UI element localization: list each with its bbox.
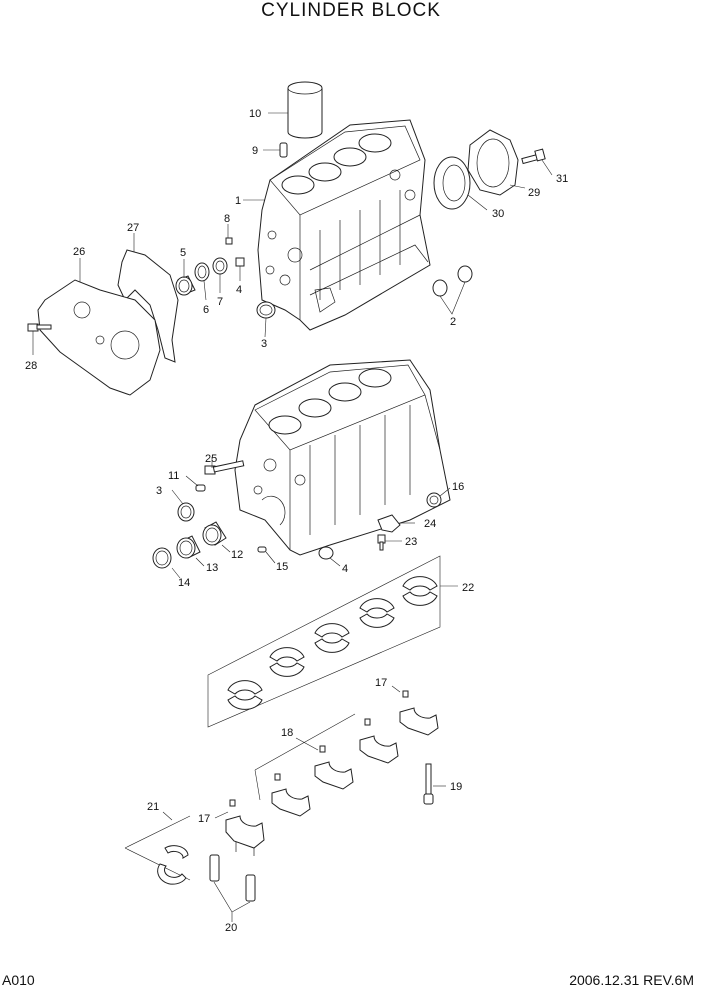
upper-cylinder-block <box>27 81 546 396</box>
callout-9: 9 <box>252 145 258 157</box>
dowel-part-17-lower <box>229 799 236 807</box>
cylinder-liner-part-10 <box>287 81 323 139</box>
gasket-part-27 <box>117 249 179 363</box>
callout-21: 21 <box>147 801 159 813</box>
bolt-part-31 <box>521 148 546 165</box>
callout-13: 13 <box>206 562 218 574</box>
cap-bolt-part-19 <box>423 763 434 805</box>
callout-3: 3 <box>261 338 267 350</box>
ring-part-14 <box>152 547 172 569</box>
page-title: CYLINDER BLOCK <box>261 0 441 21</box>
callout-18: 18 <box>281 727 293 739</box>
callout-26: 26 <box>73 246 85 258</box>
callout-15: 15 <box>276 561 288 573</box>
callout-24: 24 <box>424 518 436 530</box>
callout-7: 7 <box>217 296 223 308</box>
oil-seal-part-30 <box>433 156 471 210</box>
plug-part-8 <box>225 237 233 245</box>
pin-part-15 <box>257 546 267 553</box>
callout-2: 2 <box>450 316 456 328</box>
plug-part-4 <box>235 257 245 267</box>
callout-17: 17 <box>375 677 387 689</box>
callout-27: 27 <box>127 222 139 234</box>
main-bearings-part-22 <box>207 555 441 728</box>
callout-19: 19 <box>450 781 462 793</box>
callout-17-lower: 17 <box>198 813 210 825</box>
callout-8: 8 <box>224 213 230 225</box>
callout-20: 20 <box>225 922 237 934</box>
thrust-washers-part-21 <box>124 815 191 885</box>
revision-date: 2006.12.31 REV.6M <box>569 972 694 988</box>
seal-retainer-part-29 <box>467 129 519 196</box>
side-seals-part-20 <box>209 854 256 922</box>
callout-5: 5 <box>180 247 186 259</box>
bushing-part-3-lower <box>177 502 195 522</box>
callout-labels: 10 9 1 8 27 26 5 6 7 4 28 3 2 30 29 31 2… <box>25 108 568 934</box>
bolt-part-25 <box>204 460 245 475</box>
callout-29: 29 <box>528 187 540 199</box>
callout-6: 6 <box>203 304 209 316</box>
bearing-caps-part-18 <box>225 690 439 856</box>
dowel-pin-part-9 <box>279 142 288 158</box>
bushing-part-6 <box>194 262 210 282</box>
pin-part-11 <box>195 484 206 492</box>
plug-part-16 <box>426 492 442 508</box>
ring-part-7 <box>212 257 228 275</box>
bushing-part-3 <box>256 301 276 319</box>
callout-16: 16 <box>452 481 464 493</box>
dowel-part-17 <box>402 690 409 698</box>
lower-cylinder-block <box>152 359 451 569</box>
callout-25: 25 <box>205 453 217 465</box>
plug-part-4-lower <box>318 546 334 560</box>
callout-4-lower: 4 <box>342 563 348 575</box>
callout-4: 4 <box>236 284 242 296</box>
callout-22: 22 <box>462 582 474 594</box>
callout-3-lower: 3 <box>156 485 162 497</box>
bushing-part-5 <box>175 275 196 296</box>
bushing-part-12 <box>202 521 227 546</box>
callout-14: 14 <box>178 577 190 589</box>
callout-10: 10 <box>249 108 261 120</box>
callout-11: 11 <box>168 470 179 482</box>
callout-28: 28 <box>25 360 37 372</box>
callout-12: 12 <box>231 549 243 561</box>
expansion-plugs-part-2 <box>432 265 473 297</box>
bushing-part-13 <box>176 535 201 559</box>
callout-31: 31 <box>556 173 568 185</box>
callout-23: 23 <box>405 536 417 548</box>
page-code: A010 <box>2 972 35 988</box>
bracket-part-24 <box>377 514 401 533</box>
callout-1: 1 <box>235 195 241 207</box>
front-plate-part-26 <box>37 279 161 396</box>
leader-lines <box>32 112 553 821</box>
bolt-part-23 <box>377 534 386 551</box>
callout-30: 30 <box>492 208 504 220</box>
